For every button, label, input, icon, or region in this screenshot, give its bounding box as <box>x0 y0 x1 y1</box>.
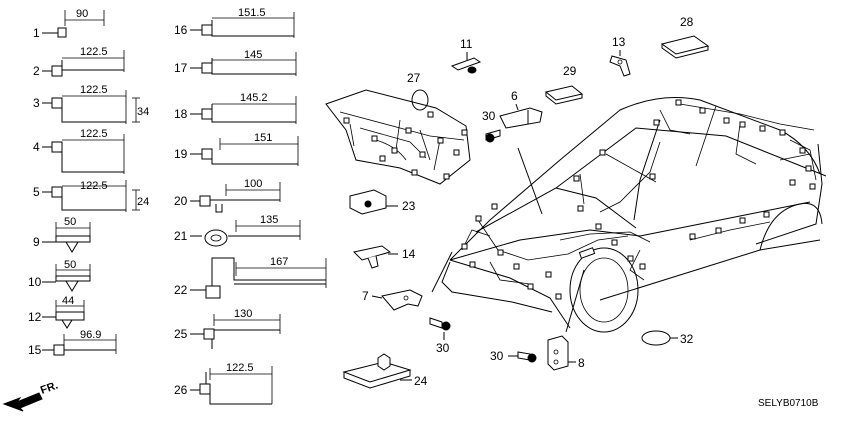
dashboard-harness <box>325 89 471 185</box>
clip-1: 1 90 <box>33 8 105 40</box>
part-13: 13 <box>609 35 631 77</box>
ref-label: 8 <box>578 356 585 370</box>
clip-4: 4 122.5 <box>33 128 125 174</box>
clip-18: 18 145.2 <box>174 92 297 124</box>
dim-label: 151.5 <box>238 7 266 19</box>
ref-label: 1 <box>33 26 40 40</box>
dim-label: 44 <box>62 295 74 307</box>
ref-label: 27 <box>407 71 421 85</box>
ref-label: 22 <box>174 283 188 297</box>
clip-9: 9 50 <box>33 216 91 253</box>
clip-5: 5 122.5 24 <box>33 180 149 212</box>
ref-label: 26 <box>174 383 188 397</box>
part-32: 32 <box>641 330 694 346</box>
dim-label: 145.2 <box>240 92 268 104</box>
part-27: 27 <box>407 71 429 111</box>
clip-22: 22 167 <box>174 256 327 299</box>
ref-label: 18 <box>174 107 188 121</box>
clip-26: 26 122.5 <box>174 362 273 405</box>
clip-20: 20 100 <box>174 178 281 213</box>
clip-10: 10 50 <box>28 259 91 292</box>
clip-12: 12 44 <box>28 295 85 329</box>
dim-label: 122.5 <box>226 362 254 374</box>
ref-label: 23 <box>402 199 416 213</box>
dim-label: 122.5 <box>80 84 108 96</box>
clip-15: 15 96.9 <box>28 329 117 357</box>
diagram-code: SELYB0710B <box>758 398 819 409</box>
dim-label: 100 <box>244 178 262 190</box>
part-7: 7 <box>362 289 423 311</box>
ref-label: 30 <box>482 109 496 123</box>
part-30-middle: 30 <box>429 317 451 355</box>
ref-label: 24 <box>414 374 428 388</box>
front-arrow: FR. <box>2 379 60 412</box>
part-14: 14 <box>352 245 416 269</box>
car-body <box>431 97 827 333</box>
dim-label-2: 34 <box>137 106 149 118</box>
dim-label: 122.5 <box>80 128 108 140</box>
dim-label-2: 24 <box>137 196 149 208</box>
ref-label: 13 <box>612 35 626 49</box>
clip-19: 19 151 <box>174 132 299 166</box>
ref-label: 3 <box>33 96 40 110</box>
dim-label: 96.9 <box>80 329 101 341</box>
ref-label: 4 <box>33 140 40 154</box>
part-30-lower: 30 <box>490 349 537 363</box>
ref-label: 20 <box>174 194 188 208</box>
dim-label: 145 <box>244 49 262 61</box>
dim-label: 50 <box>64 216 76 228</box>
ref-label: 30 <box>436 341 450 355</box>
vehicle-harness <box>461 99 817 300</box>
part-24: 24 <box>342 353 428 389</box>
dim-label: 151 <box>254 132 272 144</box>
part-6: 6 <box>499 89 543 129</box>
ref-label: 12 <box>28 310 42 324</box>
dim-label: 122.5 <box>80 46 108 58</box>
ref-label: 32 <box>680 332 694 346</box>
ref-label: 25 <box>174 327 188 341</box>
part-30-upper: 30 <box>482 109 501 143</box>
ref-label: 30 <box>490 349 504 363</box>
ref-label: 15 <box>28 343 42 357</box>
ref-label: 29 <box>563 64 577 78</box>
ref-label: 9 <box>33 235 40 249</box>
ref-label: 28 <box>680 15 694 29</box>
ref-label: 16 <box>174 23 188 37</box>
part-23: 23 <box>349 189 416 215</box>
ref-label: 11 <box>460 37 473 51</box>
ref-label: 5 <box>33 185 40 199</box>
ref-label: 7 <box>362 289 369 303</box>
front-label: FR. <box>39 379 60 396</box>
ref-label: 21 <box>174 229 188 243</box>
clip-3: 3 122.5 34 <box>33 84 149 124</box>
clip-25: 25 130 <box>174 308 281 349</box>
part-29: 29 <box>544 64 584 105</box>
ref-label: 6 <box>511 89 518 103</box>
part-8: 8 <box>547 335 585 371</box>
clip-21: 21 135 <box>174 214 301 247</box>
dim-label: 50 <box>64 259 76 271</box>
ref-label: 14 <box>402 247 416 261</box>
part-28: 28 <box>660 15 710 59</box>
ref-label: 2 <box>33 64 40 78</box>
dim-label: 122.5 <box>80 180 108 192</box>
dim-label: 135 <box>260 214 278 226</box>
ref-label: 19 <box>174 147 188 161</box>
dim-label: 90 <box>76 8 88 20</box>
dim-label: 167 <box>270 256 288 268</box>
clip-17: 17 145 <box>174 49 297 76</box>
clip-2: 2 122.5 <box>33 46 125 78</box>
clip-16: 16 151.5 <box>174 7 295 38</box>
dim-label: 130 <box>234 308 252 320</box>
part-11: 11 <box>450 37 482 74</box>
ref-label: 17 <box>174 61 188 75</box>
ref-label: 10 <box>28 275 42 289</box>
